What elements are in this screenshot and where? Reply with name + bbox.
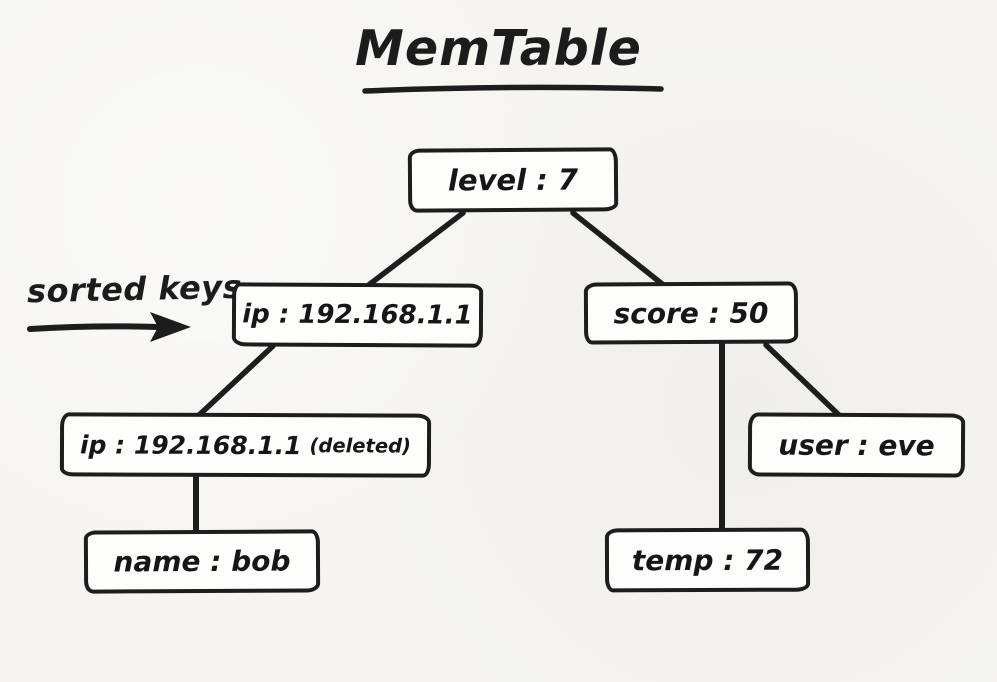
node-level-label: level : 7 (447, 162, 579, 198)
annotation-sorted-keys: sorted keys (26, 267, 243, 311)
sorted-keys-arrow-shaft (27, 323, 161, 332)
node-user-label: user : eve (778, 428, 935, 462)
node-name-label: name : bob (113, 544, 291, 579)
node-temp: temp : 72 (604, 527, 811, 593)
edge-level-score (570, 210, 669, 290)
node-user: user : eve (747, 412, 966, 478)
node-ip-deleted-suffix: (deleted) (309, 433, 412, 458)
node-ip-label: ip : 192.168.1.1 (242, 299, 473, 331)
node-score-label: score : 50 (613, 296, 769, 330)
edge-level-ip (363, 210, 466, 290)
title-underline (362, 84, 664, 94)
node-score: score : 50 (583, 281, 799, 345)
node-ip-deleted: ip : 192.168.1.1 (deleted) (59, 412, 432, 478)
node-temp-label: temp : 72 (631, 543, 784, 577)
node-ip-deleted-label: ip : 192.168.1.1 (79, 429, 302, 460)
node-ip: ip : 192.168.1.1 (231, 282, 484, 348)
node-name: name : bob (83, 529, 321, 594)
diagram-title: MemTable (355, 20, 642, 77)
node-level: level : 7 (407, 147, 619, 213)
edge-ip-ip-deleted (194, 343, 276, 420)
sorted-keys-arrow-head (150, 312, 191, 342)
edge-score-user (763, 342, 844, 420)
